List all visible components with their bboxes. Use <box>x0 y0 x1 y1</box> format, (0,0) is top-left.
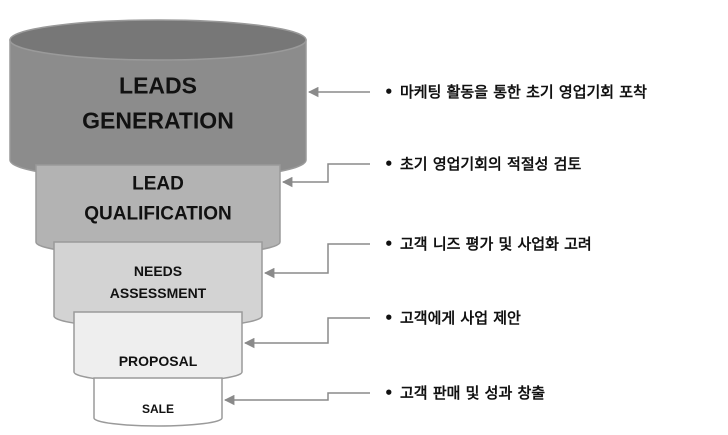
connector-arrow-sale <box>223 392 370 406</box>
stage-label-lead-qualification-line-1: LEAD <box>132 174 184 195</box>
stage-label-lead-qualification-line-2: QUALIFICATION <box>84 204 231 225</box>
connector-arrow-proposal <box>243 317 370 349</box>
cylinder-top-ellipse <box>9 19 307 61</box>
description-leads-generation: 마케팅 활동을 통한 초기 영업기회 포착 <box>400 83 647 101</box>
stage-label-sale: SALE <box>142 402 174 416</box>
description-sale: 고객 판매 및 성과 창출 <box>400 384 545 402</box>
stage-sale <box>93 377 223 427</box>
stage-body-proposal <box>73 311 243 383</box>
connector-arrow-lead-qualification <box>281 163 370 188</box>
stage-body-sale <box>93 377 223 427</box>
connector-arrow-needs-assessment <box>263 243 370 279</box>
stage-label-needs-assessment-line-2: ASSESSMENT <box>110 285 207 301</box>
bullet-sale: • <box>384 384 394 402</box>
bullet-lead-qualification: • <box>384 155 394 173</box>
bullet-proposal: • <box>384 309 394 327</box>
description-needs-assessment: 고객 니즈 평가 및 사업화 고려 <box>400 235 592 253</box>
stage-label-leads-generation-line-1: LEADS <box>119 73 197 99</box>
stage-label-proposal: PROPOSAL <box>119 353 198 369</box>
stage-leads-generation <box>9 19 307 181</box>
bullet-leads-generation: • <box>384 83 394 101</box>
stage-label-leads-generation-line-2: GENERATION <box>82 108 234 134</box>
description-lead-qualification: 초기 영업기회의 적절성 검토 <box>400 155 581 173</box>
description-proposal: 고객에게 사업 제안 <box>400 309 521 327</box>
stage-label-needs-assessment-line-1: NEEDS <box>134 263 182 279</box>
stage-proposal <box>73 311 243 383</box>
bullet-needs-assessment: • <box>384 235 394 253</box>
